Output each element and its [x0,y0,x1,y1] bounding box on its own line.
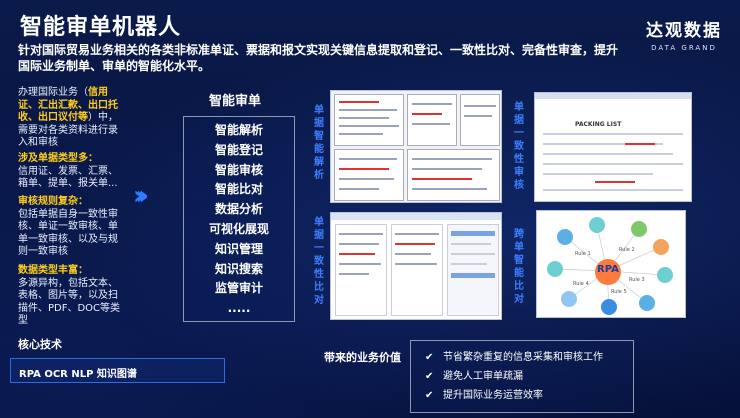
rpa-node [595,259,621,285]
feature-item: 智能解析 [214,123,263,137]
value-item-text: 避免人工审单疏漏 [443,371,523,382]
rule-label: Rule 2 [619,247,635,253]
graph-node [561,291,577,307]
value-item: ✔ 避免人工审单疏漏 [425,367,633,386]
value-item-text: 节省繁杂重复的信息采集和审核工作 [443,352,603,363]
data-types-title: 数据类型丰富： [18,265,88,276]
document-thumb [407,149,500,201]
feature-item: 智能审核 [214,162,263,177]
graph-node [631,221,647,237]
consistency-compare-screenshot [330,212,502,320]
core-tech-box: RPA OCR NLP 知识图谱 [10,358,225,383]
check-icon: ✔ [425,390,434,401]
feature-item: 智能比对 [214,182,263,197]
chevron-right-icon: ››› [133,181,149,211]
data-types-body: 多源异构，包括文本、表格、图片等，以及扫描件、PDF、DOC等类型 [18,277,121,327]
graph-node [547,261,563,277]
document-thumb [391,224,443,316]
doc-types-body: 信用证、发票、汇票、箱单、提单、报关单... [18,165,118,190]
value-item: ✔ 提升国际业务运营效率 [425,386,633,405]
feature-list: 智能解析 智能登记 智能审核 智能比对 数据分析 可视化展现 知识管理 知识搜索… [183,116,295,322]
feature-item: 可视化展现 [208,221,269,236]
scenario-highlight: 信用证、汇出汇款、出口托收、出口议付等 [18,87,118,123]
rules-section: 审核规则复杂： 包括单据自身一致性审核、单证一致审核、单单一致审核、以及与规则一… [18,196,126,259]
label-doc-parsing: 单据智能解析 [314,105,324,181]
core-tech-label: 核心技术 [18,338,62,351]
doc-types-title: 涉及单据类型多： [18,153,98,164]
check-icon: ✔ [425,352,434,363]
consistency-audit-screenshot: PACKING LIST [534,92,692,202]
label-cross-doc-compare: 跨单智能比对 [514,229,524,305]
graph-node [601,299,617,315]
graph-node [639,295,655,311]
doc-parsing-screenshot [330,90,502,203]
feature-item: 知识搜索 [214,261,263,276]
doc-types-section: 涉及单据类型多： 信用证、发票、汇票、箱单、提单、报关单... [18,153,126,191]
rules-title: 审核规则复杂： [18,196,88,207]
business-value-label: 带来的业务价值 [324,351,401,364]
graph-node [657,267,673,283]
feature-item: ..... [227,301,251,316]
value-item: ✔ 节省繁杂重复的信息采集和审核工作 [425,348,633,367]
graph-node [589,217,605,233]
page-subtitle: 针对国际贸易业务相关的各类非标准单证、票据和报文实现关键信息提取和登记、一致性比… [18,43,619,73]
document-thumb [407,94,457,146]
scenario-pre: 办理国际业务（ [18,87,88,98]
result-list [447,224,499,316]
graph-node [653,239,669,255]
rule-label: Rule 4 [573,281,589,287]
business-value-list: ✔ 节省繁杂重复的信息采集和审核工作 ✔ 避免人工审单疏漏 ✔ 提升国际业务运营效率 [410,340,634,413]
rule-label: Rule 3 [629,277,645,283]
page-title: 智能审单机器人 [20,15,182,40]
cross-doc-graph: RPA Rule 1 Rule 2 Rule 3 Rule 4 Rule 5 [536,210,686,318]
feature-item: 数据分析 [214,202,263,217]
company-logo: 达观数据 DATA GRAND [646,16,722,52]
business-scenario: 办理国际业务（信用证、汇出汇款、出口托收、出口议付等）中，需要对各类资料进行录入… [18,87,126,150]
logo-cn: 达观数据 [646,21,722,41]
feature-item: 监管审计 [214,281,263,296]
rpa-center-label: RPA [597,264,619,275]
document-thumb [334,94,404,146]
rule-label: Rule 5 [611,289,627,295]
packing-list-title: PACKING LIST [575,121,622,128]
data-types-section: 数据类型丰富： 多源异构，包括文本、表格、图片等，以及扫描件、PDF、DOC等类… [18,265,126,328]
document-thumb [460,94,500,146]
document-thumb [335,224,387,316]
value-item-text: 提升国际业务运营效率 [443,390,543,401]
menu-title: 智能审单 [209,94,262,109]
rule-label: Rule 1 [575,251,591,257]
scenario-post: ）中，需要对各类资料进行录入和审核 [18,112,118,148]
check-icon: ✔ [425,371,434,382]
feature-item: 知识管理 [214,241,263,256]
label-doc-consistency-audit: 单据一致性审核 [514,102,524,191]
label-doc-consistency-compare: 单据一致性比对 [314,217,324,306]
rules-body: 包括单据自身一致性审核、单证一致审核、单单一致审核、以及与规则一致审核 [18,208,118,258]
logo-en: DATA GRAND [651,44,717,52]
feature-item: 智能登记 [214,142,263,157]
graph-node [557,229,573,245]
document-thumb [334,149,404,201]
